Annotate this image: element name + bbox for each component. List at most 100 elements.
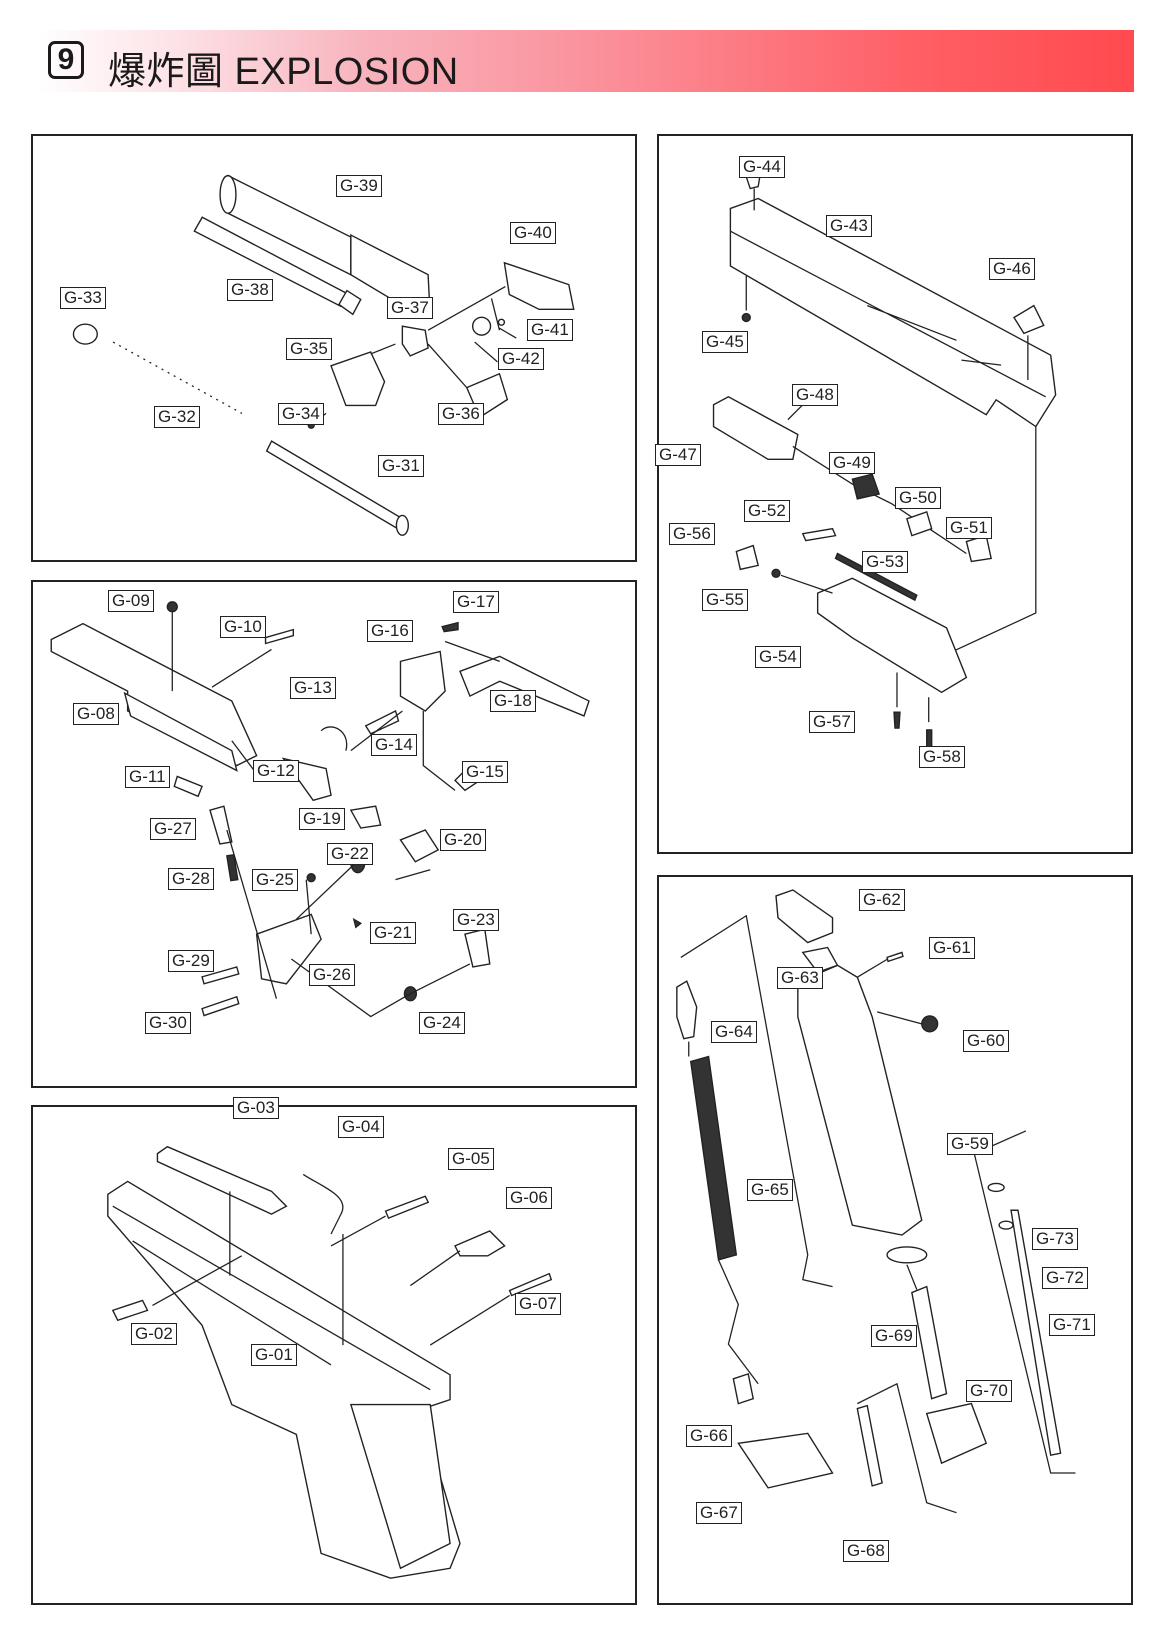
page-title: 爆炸圖 EXPLOSION <box>108 51 459 93</box>
pin-part <box>384 1195 430 1220</box>
pin-part <box>201 966 240 985</box>
part-label-g-04: G-04 <box>338 1116 384 1138</box>
part-label-g-35: G-35 <box>286 338 332 360</box>
magazine-assembly-drawing <box>676 889 1076 1514</box>
trigger-assembly-panel: G-09 G-17 G-10 G-16 G-13 G-18 G-08 G-14 … <box>31 580 637 1088</box>
part-label-g-43: G-43 <box>826 215 872 237</box>
follower-base-part <box>732 1372 755 1405</box>
part-label-g-36: G-36 <box>438 403 484 425</box>
part-label-g-31: G-31 <box>378 455 424 477</box>
washer-part <box>998 1220 1014 1230</box>
outer-barrel-part <box>219 174 431 316</box>
lever-part <box>464 928 491 968</box>
leader-lines <box>370 286 517 389</box>
part-label-g-56: G-56 <box>669 523 715 545</box>
part-label-g-30: G-30 <box>145 1012 191 1034</box>
part-label-g-10: G-10 <box>220 616 266 638</box>
part-label-g-17: G-17 <box>453 591 499 613</box>
screw-part <box>741 312 751 323</box>
leader-lines-low <box>780 574 930 723</box>
part-label-g-24: G-24 <box>419 1012 465 1034</box>
barrel-assembly-drawing <box>72 174 575 536</box>
part-label-g-22: G-22 <box>327 843 373 865</box>
part-label-g-25: G-25 <box>252 869 298 891</box>
trigger-housing-plate <box>123 691 238 772</box>
part-label-g-69: G-69 <box>871 1325 917 1347</box>
part-label-g-46: G-46 <box>989 258 1035 280</box>
part-label-g-45: G-45 <box>702 331 748 353</box>
o-ring-part <box>497 318 506 326</box>
part-label-g-14: G-14 <box>371 734 417 756</box>
takedown-lever-part <box>111 1299 149 1322</box>
slide-part <box>729 197 1057 428</box>
leader-lines-right <box>857 1130 1076 1514</box>
piston-part <box>906 510 933 537</box>
magazine-spring-part <box>689 1055 738 1261</box>
screw-rod-part <box>856 1404 883 1487</box>
trigger-housing-part <box>50 622 258 767</box>
pin-part <box>201 995 240 1017</box>
part-label-g-26: G-26 <box>309 964 355 986</box>
part-label-g-29: G-29 <box>168 950 214 972</box>
part-label-g-11: G-11 <box>125 766 170 788</box>
part-label-g-02: G-02 <box>131 1323 177 1345</box>
magazine-assembly-panel: G-62 G-61 G-63 G-64 G-60 G-59 G-65 G-73 … <box>657 875 1133 1605</box>
pin-part <box>801 527 837 542</box>
washer-part <box>987 1182 1005 1193</box>
grip-texture-part <box>349 1403 451 1570</box>
part-label-g-47: G-47 <box>655 444 701 466</box>
part-label-g-58: G-58 <box>919 746 965 768</box>
part-label-g-51: G-51 <box>946 517 992 539</box>
part-label-g-28: G-28 <box>168 868 214 890</box>
pin-part <box>364 709 400 735</box>
part-label-g-12: G-12 <box>253 760 299 782</box>
sear-part <box>399 829 440 863</box>
screw-part <box>771 568 781 578</box>
part-label-g-42: G-42 <box>498 348 544 370</box>
spring-part <box>441 621 459 633</box>
small-spring-part <box>352 917 363 929</box>
valve-block-part <box>925 1402 988 1465</box>
part-label-g-16: G-16 <box>367 620 413 642</box>
part-label-g-72: G-72 <box>1042 1267 1088 1289</box>
part-label-g-71: G-71 <box>1049 1314 1095 1336</box>
hammer-part <box>349 805 382 829</box>
leader-lines <box>152 1191 510 1346</box>
leader-lines <box>856 958 922 1025</box>
part-label-g-34: G-34 <box>278 403 324 425</box>
magazine-lip-part <box>775 889 834 944</box>
bolt-carrier-part <box>816 577 968 694</box>
hammer-housing-part <box>255 913 322 985</box>
part-label-g-19: G-19 <box>299 808 345 830</box>
part-label-g-66: G-66 <box>686 1425 732 1447</box>
part-label-g-08: G-08 <box>73 703 119 725</box>
gas-tube-part <box>911 1285 948 1400</box>
frame-assembly-drawing <box>107 1145 553 1579</box>
part-label-g-03: G-03 <box>233 1097 279 1119</box>
part-label-g-63: G-63 <box>777 967 823 989</box>
inner-barrel-part <box>193 216 362 316</box>
hopup-cover-part <box>330 351 386 407</box>
rear-sight-part <box>1013 304 1045 335</box>
locking-block-part <box>156 1145 288 1215</box>
pin-part <box>508 1272 553 1297</box>
part-label-g-57: G-57 <box>809 711 855 733</box>
frame-rail-lines <box>112 1205 431 1391</box>
part-label-g-60: G-60 <box>963 1030 1009 1052</box>
part-label-g-55: G-55 <box>702 589 748 611</box>
blowback-housing-part <box>712 396 799 460</box>
slide-assembly-drawing <box>712 173 1057 761</box>
part-label-g-48: G-48 <box>792 384 838 406</box>
o-ring-part <box>886 1246 928 1264</box>
part-label-g-49: G-49 <box>829 452 875 474</box>
trigger-bar-lever-part <box>209 805 233 845</box>
slide-detail-lines <box>730 230 1047 398</box>
long-screw-part <box>1010 1209 1062 1456</box>
screw-part <box>893 711 901 729</box>
spring-part <box>226 854 239 882</box>
part-label-g-32: G-32 <box>154 406 200 428</box>
leader-lines-left <box>680 914 833 1385</box>
cap-part <box>735 544 760 571</box>
barrel-assembly-panel: G-39 G-40 G-33 G-38 G-37 G-41 G-35 G-42 … <box>31 134 637 562</box>
cup-part <box>965 534 993 563</box>
